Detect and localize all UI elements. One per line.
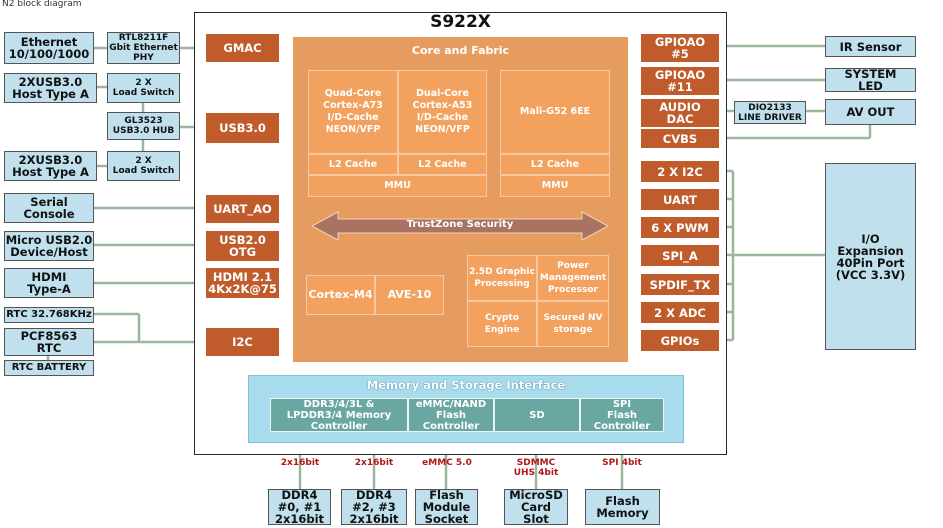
spdif-tx-interface: SPDIF_TX xyxy=(641,274,719,295)
ddr-controller: DDR3/4/3L & LPDDR3/4 Memory Controller xyxy=(270,398,408,432)
l2-cache-gpu: L2 Cache xyxy=(500,154,610,175)
pwm-interface: 6 X PWM xyxy=(641,217,719,238)
gpu-mmu: MMU xyxy=(500,175,610,197)
usb2-otg-interface: USB2.0 OTG xyxy=(206,231,279,261)
bus-label-emmc: eMMC 5.0 xyxy=(422,458,472,468)
sd-controller: SD xyxy=(494,398,580,432)
trustzone-label: TrustZone Security xyxy=(406,219,514,230)
cpu-mmu: MMU xyxy=(308,175,487,197)
micro-usb-port: Micro USB2.0 Device/Host xyxy=(4,231,94,261)
ethernet-phy: RTL8211F Gbit Ethernet PHY xyxy=(107,32,180,64)
hdmi-port: HDMI Type-A xyxy=(4,268,94,298)
bus-label-ddr-b: 2x16bit xyxy=(354,458,394,468)
ir-sensor: IR Sensor xyxy=(825,36,916,57)
adc-interface: 2 X ADC xyxy=(641,302,719,323)
crypto-engine-block: Crypto Engine xyxy=(467,301,537,347)
hdmi21-interface: HDMI 2.1 4Kx2K@75 xyxy=(206,268,279,298)
trustzone-arrow xyxy=(310,211,610,241)
bus-label-ddr-a: 2x16bit xyxy=(280,458,320,468)
line-driver: DIO2133 LINE DRIVER xyxy=(734,101,806,124)
io-expansion-port: I/O Expansion 40Pin Port (VCC 3.3V) xyxy=(825,163,916,350)
spi-flash-controller: SPI Flash Controller xyxy=(580,398,664,432)
microsd-card-slot: MicroSD Card Slot xyxy=(504,489,568,525)
l2-cache-a53: L2 Cache xyxy=(398,154,487,175)
gmac-interface: GMAC xyxy=(206,34,279,62)
flash-memory: Flash Memory xyxy=(585,489,660,525)
uart-interface: UART xyxy=(641,189,719,210)
ddr4-0-1: DDR4 #0, #1 2x16bit xyxy=(268,489,331,525)
gpioao11-interface: GPIOAO #11 xyxy=(641,67,719,95)
bus-label-sdmmc: SDMMC UHS 4bit xyxy=(513,458,559,478)
diagram-caption: N2 block diagram xyxy=(2,0,82,9)
uart-ao-interface: UART_AO xyxy=(206,195,279,223)
cortex-a53-block: Dual-Core Cortex-A53 I/D-Cache NEON/VFP xyxy=(398,70,487,154)
gpioao5-interface: GPIOAO #5 xyxy=(641,34,719,62)
ave10-block: AVE-10 xyxy=(375,275,444,315)
av-out: AV OUT xyxy=(825,99,916,125)
power-management-block: Power Management Processor xyxy=(537,255,609,301)
load-switch-2: 2 X Load Switch xyxy=(107,151,180,181)
audio-dac-interface: AUDIO DAC xyxy=(641,99,719,127)
gpios-interface: GPIOs xyxy=(641,330,719,351)
i2c-2x-interface: 2 X I2C xyxy=(641,161,719,182)
usb3-interface: USB3.0 xyxy=(206,113,279,143)
spi-a-interface: SPI_A xyxy=(641,245,719,266)
secured-nv-block: Secured NV storage xyxy=(537,301,609,347)
serial-console: Serial Console xyxy=(4,193,94,223)
memory-storage-title: Memory and Storage Interface xyxy=(366,378,566,392)
cortex-a73-block: Quad-Core Cortex-A73 I/D-Cache NEON/VFP xyxy=(308,70,398,154)
ddr4-2-3: DDR4 #2, #3 2x16bit xyxy=(341,489,407,525)
system-led: SYSTEM LED xyxy=(825,68,916,92)
load-switch-1: 2 X Load Switch xyxy=(107,73,180,103)
rtc-battery: RTC BATTERY xyxy=(4,360,94,376)
graphic-processing-block: 2.5D Graphic Processing xyxy=(467,255,537,301)
rtc-clock: RTC 32.768KHz xyxy=(4,307,94,323)
usb-hub: GL3523 USB3.0 HUB xyxy=(107,112,180,140)
cortex-m4-block: Cortex-M4 xyxy=(306,275,375,315)
bus-label-spi: SPI 4bit xyxy=(602,458,642,468)
ethernet-port: Ethernet 10/100/1000 xyxy=(4,32,94,64)
emmc-controller: eMMC/NAND Flash Controller xyxy=(408,398,494,432)
i2c-interface: I2C xyxy=(206,328,279,356)
pcf8563-rtc: PCF8563 RTC xyxy=(4,328,94,356)
l2-cache-a73: L2 Cache xyxy=(308,154,398,175)
usb-host-a-2: 2XUSB3.0 Host Type A xyxy=(4,151,97,181)
flash-module-socket: Flash Module Socket xyxy=(415,489,478,525)
core-fabric-title: Core and Fabric xyxy=(411,44,510,57)
usb-host-a-1: 2XUSB3.0 Host Type A xyxy=(4,73,97,103)
soc-title: S922X xyxy=(430,12,491,32)
cvbs-interface: CVBS xyxy=(641,129,719,148)
mali-gpu-block: Mali-G52 6EE xyxy=(500,70,610,154)
